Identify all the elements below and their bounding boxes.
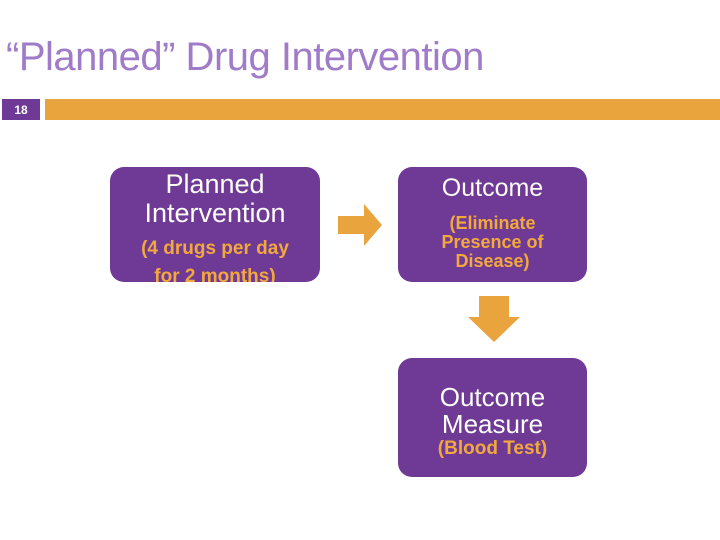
planned-intervention-title: Planned Intervention xyxy=(144,169,286,228)
planned-intervention-box: Planned Intervention (4 drugs per day fo… xyxy=(110,167,320,282)
outcome-subtitle: (Eliminate Presence of Disease) xyxy=(441,213,544,271)
right-arrow-icon xyxy=(338,204,382,246)
slide-number-badge: 18 xyxy=(2,99,40,120)
accent-bar xyxy=(45,99,720,120)
planned-intervention-subtitle: (4 drugs per day for 2 months) xyxy=(141,238,289,282)
outcome-measure-subtitle: (Blood Test) xyxy=(437,437,548,459)
outcome-title: Outcome xyxy=(441,174,544,202)
outcome-box: Outcome (Eliminate Presence of Disease) xyxy=(398,167,587,282)
page-title: “Planned” Drug Intervention xyxy=(6,35,484,79)
outcome-measure-title: Outcome Measure xyxy=(439,381,546,439)
down-arrow-icon xyxy=(468,296,520,342)
outcome-measure-box: Outcome Measure (Blood Test) xyxy=(398,358,587,477)
